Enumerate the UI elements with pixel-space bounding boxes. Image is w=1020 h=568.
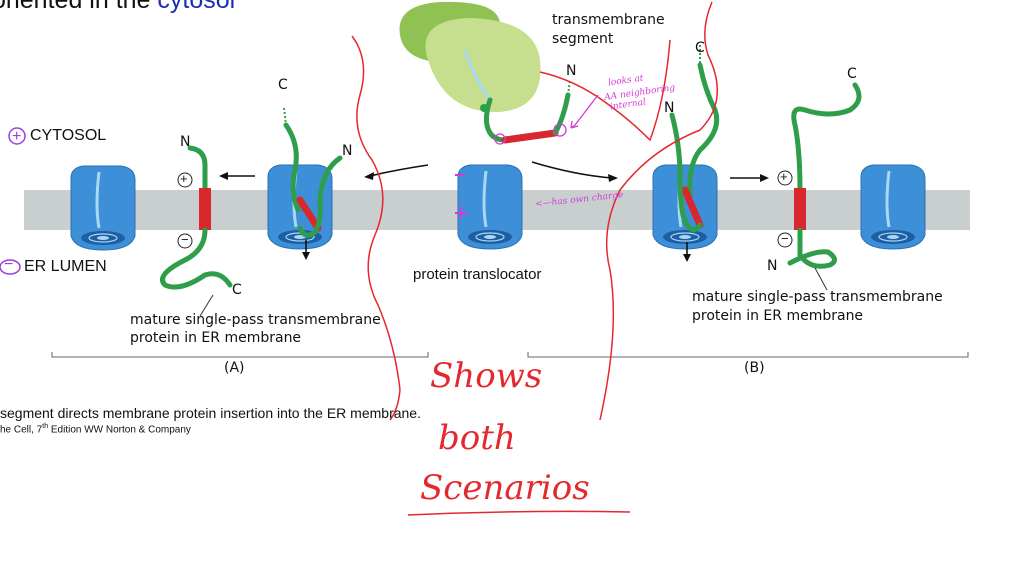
charge-minus-b: − — [781, 231, 789, 246]
magenta-plus — [455, 207, 467, 219]
charge-minus-a: − — [181, 232, 189, 247]
cytosol-purple-circle — [8, 127, 26, 145]
red-ink-annotations — [351, 1, 719, 516]
charge-plus-a: + — [180, 171, 188, 186]
figure-source: he Cell, 7th Edition WW Norton & Company — [0, 423, 191, 436]
note-both: both — [438, 418, 516, 458]
transmembrane-segment-label-1: transmembrane — [552, 12, 665, 28]
translocator-5 — [859, 163, 927, 251]
chain-n-end — [552, 92, 571, 136]
protein-a2-c-dashes — [283, 107, 287, 126]
cytosol-label: CYTOSOL — [30, 127, 107, 144]
transmembrane-segment — [501, 129, 559, 144]
charge-circles — [177, 170, 793, 249]
panel-brackets — [51, 352, 969, 358]
ribosome-tunnel — [463, 49, 492, 101]
c-terminus-b2: C — [695, 40, 705, 56]
magenta-arrowhead — [570, 120, 579, 129]
cytosol-plus-mark: + — [12, 128, 22, 145]
mature-protein-a-label-1: mature single-pass transmembrane — [130, 312, 381, 328]
lumen-purple-circle — [0, 259, 21, 275]
protein-a-c-chain — [160, 227, 233, 290]
translocator-1 — [69, 164, 137, 252]
protein-translocator-label: protein translocator — [413, 266, 542, 283]
chain-n-dashes — [567, 79, 571, 96]
c-terminus-a: C — [232, 282, 242, 298]
protein-b2-segment — [681, 186, 704, 229]
panel-b-label: (B) — [744, 360, 765, 376]
charge-plus-b: + — [780, 169, 788, 184]
protein-a2-c-chain — [283, 122, 301, 213]
er-lumen-label: ER LUMEN — [24, 258, 107, 275]
mature-protein-b-label-2: protein in ER membrane — [692, 308, 864, 324]
protein-a-segment — [199, 188, 211, 230]
protein-a2-segment — [296, 196, 322, 232]
n-terminus-center: N — [566, 63, 577, 79]
ribosome-small-subunit — [425, 18, 541, 113]
leader-lines — [199, 267, 828, 317]
n-terminus-b: N — [767, 258, 778, 274]
lumen-minus-mark: − — [4, 256, 14, 273]
translocator-4 — [651, 163, 719, 251]
magenta-circle-2 — [553, 123, 567, 137]
protein-b-segment — [794, 188, 806, 230]
protein-b2-loop — [680, 212, 703, 233]
magenta-arrow — [570, 94, 599, 129]
n-terminus-a: N — [180, 134, 191, 150]
magenta-circle-1 — [494, 133, 506, 145]
c-terminus-a2: C — [278, 77, 288, 93]
n-terminus-b2: N — [664, 100, 675, 116]
protein-b-c-chain — [791, 82, 862, 193]
arrowheads — [219, 172, 769, 262]
protein-b2-n-chain — [669, 112, 686, 218]
note-scenarios: Scenarios — [420, 468, 590, 508]
n-terminus-a2: N — [342, 143, 353, 159]
protein-a-n-chain — [187, 145, 208, 193]
panel-a-label: (A) — [224, 360, 245, 376]
c-terminus-b: C — [847, 66, 857, 82]
mature-protein-b-label-1: mature single-pass transmembrane — [692, 289, 943, 305]
translocator-center — [456, 163, 524, 251]
note-shows: Shows — [430, 356, 543, 396]
protein-b2-c-chain — [687, 62, 720, 198]
top-heading-fragment: oriented in the cytosol — [0, 0, 236, 14]
ribosome-exit-node — [480, 104, 488, 112]
protein-a2-n-chain — [297, 155, 343, 238]
transmembrane-segment-label-2: segment — [552, 31, 614, 47]
mature-protein-a-label-2: protein in ER membrane — [130, 330, 302, 346]
protein-b-n-chain — [787, 227, 837, 269]
figure-caption: segment directs membrane protein inserti… — [0, 405, 421, 421]
